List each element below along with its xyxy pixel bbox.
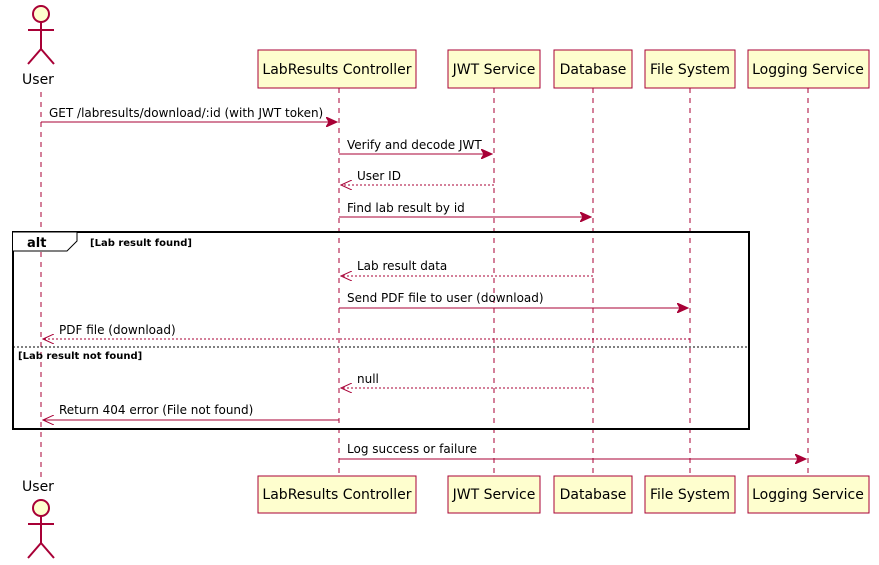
participant-file-system-top: File System bbox=[644, 49, 736, 89]
message-label-6: Send PDF file to user (download) bbox=[347, 291, 544, 305]
actor-label-bottom: User bbox=[22, 479, 54, 495]
message-label-10: Log success or failure bbox=[347, 442, 477, 456]
message-label-1: GET /labresults/download/:id (with JWT t… bbox=[49, 106, 323, 120]
participant-logging-bottom: Logging Service bbox=[747, 475, 870, 514]
participant-label: JWT Service bbox=[452, 62, 536, 78]
actor-label-top: User bbox=[22, 72, 54, 88]
participant-jwt-bottom: JWT Service bbox=[447, 475, 541, 514]
message-label-5: Lab result data bbox=[357, 259, 447, 273]
participant-database-bottom: Database bbox=[553, 475, 633, 514]
alt-frame-border bbox=[12, 231, 750, 430]
participant-label: LabResults Controller bbox=[262, 62, 411, 78]
alt-frame: alt [Lab result found] [Lab result not f… bbox=[12, 231, 750, 430]
participant-label: Database bbox=[560, 487, 627, 503]
participant-database-top: Database bbox=[553, 49, 633, 89]
actor-user-bottom: User bbox=[22, 479, 55, 559]
stick-figure-icon bbox=[27, 499, 55, 559]
actor-user-top: User bbox=[22, 5, 55, 88]
message-label-3: User ID bbox=[357, 169, 401, 183]
participant-label: LabResults Controller bbox=[262, 487, 411, 503]
alt-guard-found: [Lab result found] bbox=[90, 238, 192, 249]
participant-controller-top: LabResults Controller bbox=[257, 49, 417, 89]
participant-file-system-bottom: File System bbox=[644, 475, 736, 514]
alt-keyword: alt bbox=[27, 236, 46, 251]
message-label-8: null bbox=[357, 372, 379, 386]
message-label-9: Return 404 error (File not found) bbox=[59, 403, 253, 417]
message-label-2: Verify and decode JWT bbox=[347, 138, 482, 152]
alt-frame-tab bbox=[13, 231, 78, 252]
participant-logging-top: Logging Service bbox=[747, 49, 870, 89]
participant-label: File System bbox=[650, 62, 730, 78]
participant-jwt-top: JWT Service bbox=[447, 49, 541, 89]
participant-label: Logging Service bbox=[752, 487, 864, 503]
stick-figure-icon bbox=[27, 5, 55, 65]
message-label-4: Find lab result by id bbox=[347, 201, 465, 215]
message-label-7: PDF file (download) bbox=[59, 323, 176, 337]
participant-label: Logging Service bbox=[752, 62, 864, 78]
participant-label: Database bbox=[560, 62, 627, 78]
alt-guard-not-found: [Lab result not found] bbox=[18, 351, 142, 362]
participant-label: JWT Service bbox=[452, 487, 536, 503]
participant-controller-bottom: LabResults Controller bbox=[257, 475, 417, 514]
participant-label: File System bbox=[650, 487, 730, 503]
